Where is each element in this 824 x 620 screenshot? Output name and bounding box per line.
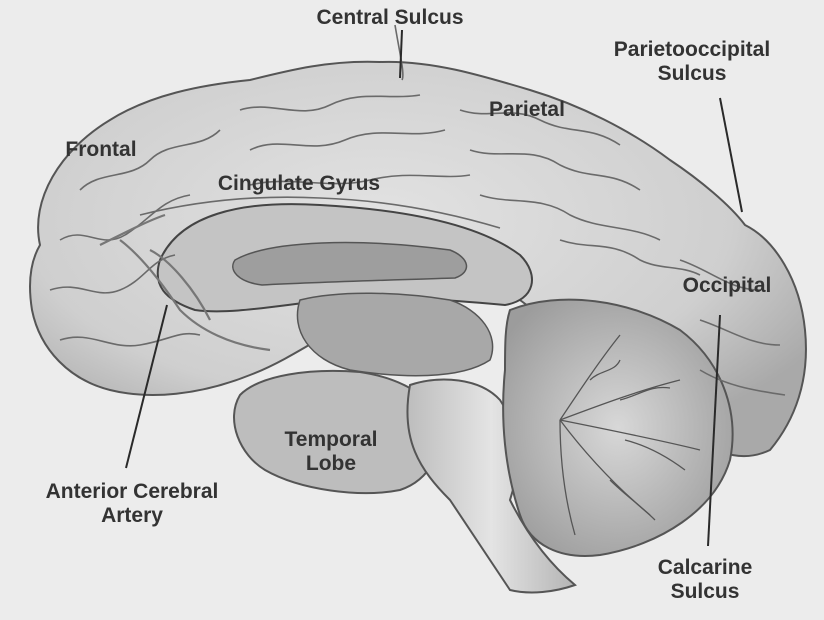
label-parietal: Parietal (489, 98, 565, 121)
label-central-sulcus: Central Sulcus (316, 6, 464, 29)
brainstem (406, 378, 577, 594)
parietooccipital-sulcus-leader (719, 97, 743, 213)
anterior-cerebral-artery-leader (125, 304, 168, 469)
label-frontal: Frontal (65, 138, 137, 161)
gyri-lines (49, 24, 786, 396)
label-parietooccipital-sulcus: Parietooccipital Sulcus (613, 38, 771, 85)
lateral-ventricle (232, 241, 468, 286)
thalamus (296, 292, 494, 377)
cerebellum (502, 298, 734, 557)
label-temporal-lobe: Temporal Lobe (284, 428, 378, 475)
central-sulcus-leader (399, 29, 403, 79)
label-occipital: Occipital (682, 274, 772, 297)
label-calcarine-sulcus: Calcarine Sulcus (657, 556, 753, 603)
arteries (99, 213, 271, 352)
arbor-vitae (559, 334, 701, 536)
calcarine-sulcus-leader (707, 314, 721, 547)
label-cingulate-gyrus: Cingulate Gyrus (217, 172, 381, 195)
label-anterior-cerebral-artery: Anterior Cerebral Artery (45, 480, 219, 527)
